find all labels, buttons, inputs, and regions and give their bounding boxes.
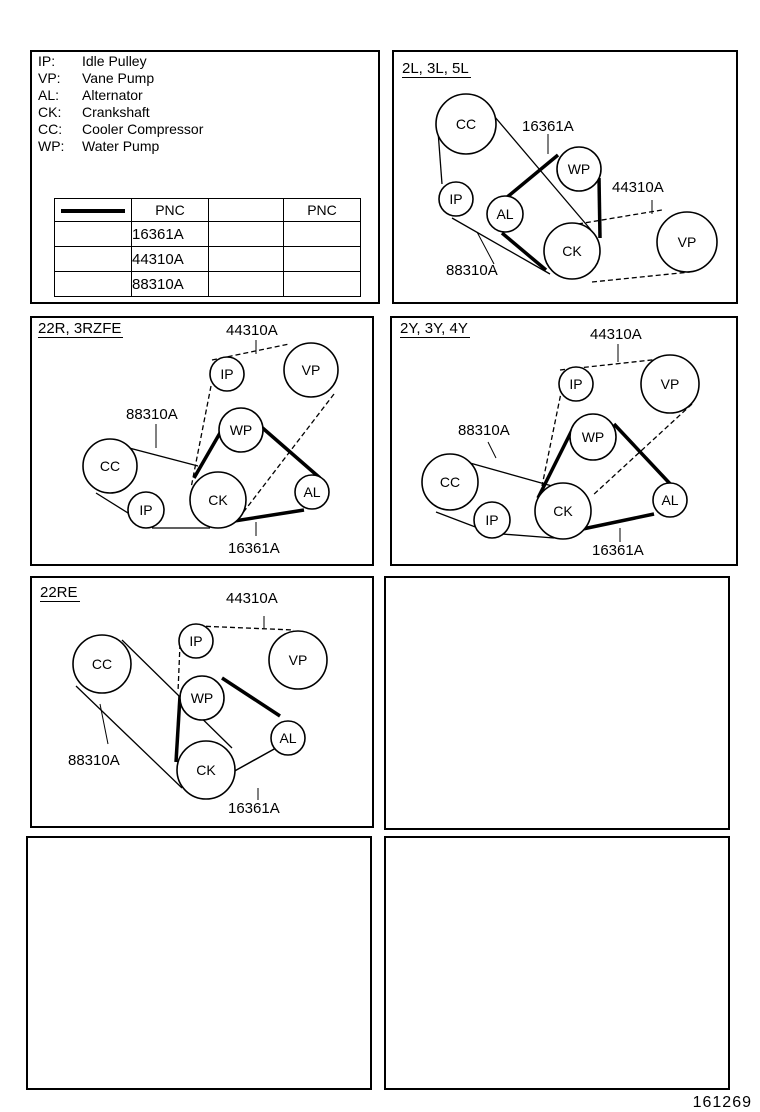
belt-diagram: [421, 344, 700, 542]
legend-panel: IP:Idle Pulley VP:Vane Pump AL:Alternato…: [30, 50, 380, 304]
pulley-label: VP: [301, 362, 321, 378]
pnc-label: 16361A: [522, 118, 574, 135]
pulley-label: VP: [677, 234, 697, 250]
legend-item: CK:Crankshaft: [38, 104, 150, 120]
legend-item: VP:Vane Pump: [38, 70, 155, 86]
pnc-cell: 16361A: [131, 221, 209, 247]
pnc-table: PNC PNC 16361A 44310A 88310A: [54, 198, 361, 297]
diagram-2l-3l-5l: 2L, 3L, 5L 16361A 44310A 88310A CC IP WP…: [392, 50, 738, 304]
pulley-label: IP: [449, 191, 463, 207]
pnc-header: PNC: [131, 198, 209, 222]
pulley-label: CK: [208, 492, 228, 508]
pulley-label: CC: [99, 458, 121, 474]
diagram-22r-3rzfe: 22R, 3RZFE 44310A 88310A 16361A IP VP WP…: [30, 316, 374, 566]
legend-item: AL:Alternator: [38, 87, 143, 103]
pnc-label: 88310A: [68, 752, 120, 769]
empty-panel: [384, 576, 730, 830]
pnc-label: 16361A: [592, 542, 644, 559]
line-sample-thick: [54, 208, 132, 247]
pulley-label: IP: [139, 502, 153, 518]
panel-title: 22RE: [40, 584, 80, 602]
pulley-label: VP: [660, 376, 680, 392]
belt-diagram: [435, 93, 718, 283]
pulley-label: WP: [229, 422, 253, 438]
pnc-label: 88310A: [446, 262, 498, 279]
pulley-label: IP: [569, 376, 583, 392]
pnc-label: 16361A: [228, 800, 280, 817]
pulley-label: CC: [439, 474, 461, 490]
pnc-label: 16361A: [228, 540, 280, 557]
pnc-label: 88310A: [458, 422, 510, 439]
pulley-label: CK: [553, 503, 573, 519]
pulley-label: CK: [196, 762, 216, 778]
pulley-label: WP: [190, 690, 214, 706]
pnc-label: 88310A: [126, 406, 178, 423]
belt-diagram: [72, 616, 328, 800]
pnc-label: 44310A: [226, 322, 278, 339]
line-sample-dashed: [54, 209, 132, 272]
line-sample-thin: [54, 209, 132, 297]
panel-title: 2L, 3L, 5L: [402, 60, 471, 78]
empty-panel: [384, 836, 730, 1090]
pulley-label: AL: [303, 484, 321, 500]
pulley-label: CC: [91, 656, 113, 672]
diagram-2y-3y-4y: 2Y, 3Y, 4Y 44310A 88310A 16361A IP VP WP…: [390, 316, 738, 566]
figure-number: 161269: [692, 1094, 752, 1111]
pulley-label: IP: [485, 512, 499, 528]
belt-diagram: [82, 340, 339, 536]
pulley-label: IP: [189, 633, 203, 649]
pnc-header: PNC: [283, 198, 361, 222]
pulley-label: WP: [567, 161, 591, 177]
pulley-label: AL: [279, 730, 297, 746]
pulley-label: AL: [661, 492, 679, 508]
pnc-label: 44310A: [612, 179, 664, 196]
panel-title: 22R, 3RZFE: [38, 320, 124, 338]
pnc-cell: 88310A: [131, 271, 209, 297]
pulley-label: IP: [220, 366, 234, 382]
empty-panel: [26, 836, 372, 1090]
pulley-label: CC: [455, 116, 477, 132]
pulley-label: WP: [581, 429, 605, 445]
panel-title: 2Y, 3Y, 4Y: [400, 320, 470, 338]
pnc-label: 44310A: [226, 590, 278, 607]
legend-item: WP:Water Pump: [38, 138, 160, 154]
pnc-cell: 44310A: [131, 246, 209, 272]
pnc-label: 44310A: [590, 326, 642, 343]
pulley-label: CK: [562, 243, 582, 259]
pulley-label: VP: [288, 652, 308, 668]
pulley-label: AL: [496, 206, 514, 222]
legend-item: CC:Cooler Compressor: [38, 121, 204, 137]
diagram-22re: 22RE 44310A 88310A 16361A IP VP CC WP CK…: [30, 576, 374, 828]
legend-item: IP:Idle Pulley: [38, 53, 147, 69]
